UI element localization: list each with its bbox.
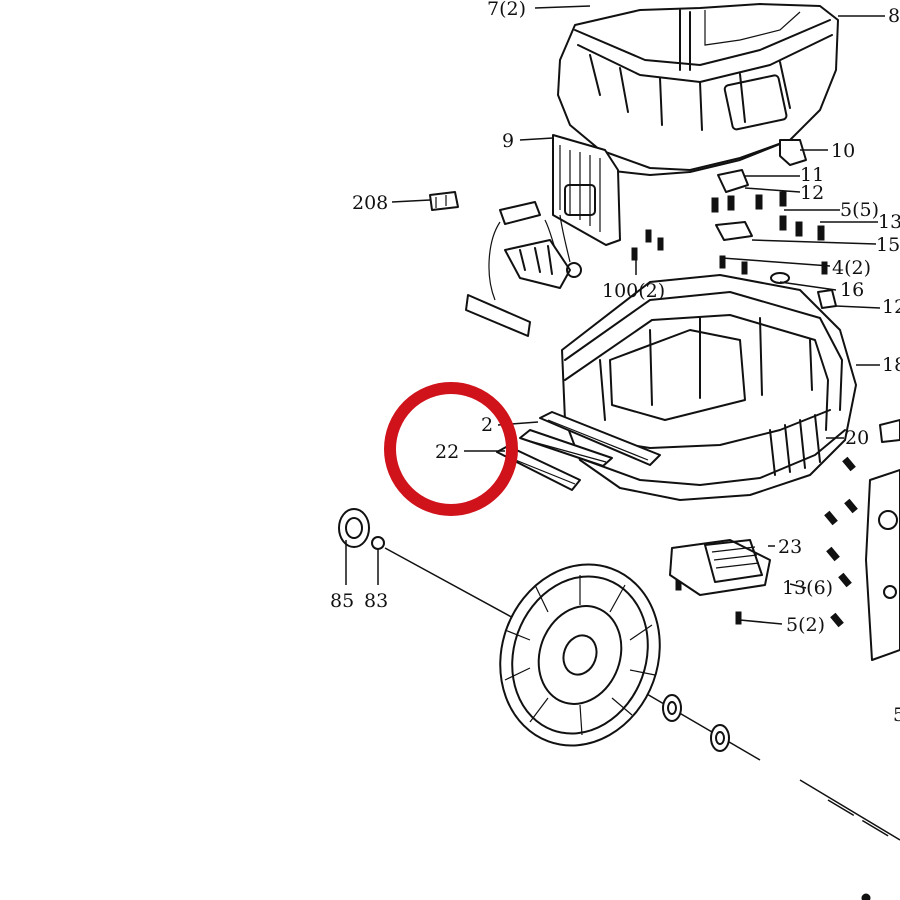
part-208-connector	[429, 191, 459, 211]
callout-16: 16	[840, 279, 864, 301]
side-plate	[675, 419, 900, 661]
callout-8: 8	[888, 5, 900, 27]
small-hardware	[631, 139, 837, 309]
callout-208: 208	[352, 192, 388, 214]
callout-13-6: 13(6)	[782, 577, 833, 599]
rear-wheel	[499, 563, 661, 747]
callout-5-5: 5(5)	[840, 199, 879, 221]
callout-83: 83	[364, 590, 388, 612]
callout-85: 85	[330, 590, 354, 612]
callout-11: 11	[800, 164, 824, 186]
axle-line	[384, 547, 900, 841]
callout-5-2: 5(2)	[786, 614, 825, 636]
highlight-circle	[384, 382, 518, 516]
callout-2: 2	[481, 414, 493, 436]
callout-18: 18	[882, 354, 900, 376]
callout-10: 10	[831, 140, 855, 162]
callout-13: 13	[878, 211, 900, 233]
callout-labels: 7(2) 8 9 10 11 12 208 5(5) 13 15 4(2) 10…	[330, 0, 900, 726]
callout-5: 5	[893, 704, 900, 726]
washers	[662, 694, 871, 900]
callout-15: 15	[876, 234, 900, 256]
wheel-cap	[338, 508, 385, 550]
callout-12b: 12	[882, 296, 900, 318]
control-board	[465, 134, 621, 337]
callout-9: 9	[502, 130, 514, 152]
callout-4-2: 4(2)	[832, 257, 871, 279]
callout-23: 23	[778, 536, 802, 558]
callout-7-2: 7(2)	[487, 0, 526, 20]
callout-20: 20	[845, 427, 869, 449]
side-strips	[496, 411, 661, 491]
leader-lines	[345, 5, 885, 625]
pcb-23	[669, 539, 771, 596]
callout-22: 22	[435, 441, 459, 463]
callout-12a: 12	[800, 182, 824, 204]
base-housing	[561, 274, 857, 501]
callout-100-2: 100(2)	[602, 280, 665, 302]
